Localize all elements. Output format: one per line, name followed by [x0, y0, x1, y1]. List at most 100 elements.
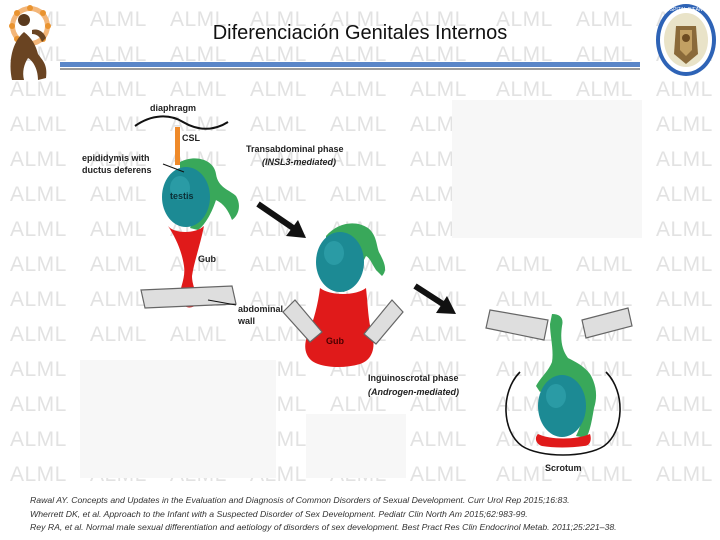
watermark-text: ALML [90, 218, 147, 241]
watermark-text: ALML [250, 78, 307, 101]
label-transabdominal-phase: Transabdominal phase [246, 144, 344, 154]
institution-logo-left [2, 2, 58, 82]
cranial-suspensory-ligament [175, 127, 180, 165]
gubernaculum-stage1 [168, 226, 204, 308]
watermark-text: ALML [10, 323, 67, 346]
watermark-text: ALML [90, 253, 147, 276]
watermark-text: ALML [330, 78, 387, 101]
watermark-text: ALML [410, 8, 467, 31]
watermark-text: ALML [170, 8, 227, 31]
watermark-text: ALML [10, 253, 67, 276]
watermark-text: ALML [410, 78, 467, 101]
watermark-text: ALML [250, 183, 307, 206]
watermark-text: ALML [656, 218, 713, 241]
leader-epididymis [162, 163, 185, 173]
references: Rawal AY. Concepts and Updates in the Ev… [30, 494, 720, 535]
watermark-text: ALML [496, 253, 553, 276]
watermark-text: ALML [576, 8, 633, 31]
label-inguinoscrotal-mediator: (Androgen-mediated) [368, 387, 459, 397]
watermark-text: ALML [496, 78, 553, 101]
watermark-text: ALML [90, 113, 147, 136]
watermark-text: ALML [250, 323, 307, 346]
abdominal-wall-stage3-right [581, 307, 633, 339]
watermark-text: ALML [496, 463, 553, 486]
watermark-text: ALML [656, 358, 713, 381]
watermark-text: ALML [250, 43, 307, 66]
watermark-text: ALML [496, 8, 553, 31]
watermark-text: ALML [410, 323, 467, 346]
watermark-text: ALML [576, 463, 633, 486]
watermark-text: ALML [656, 288, 713, 311]
watermark-text: ALML [10, 358, 67, 381]
institution-logo-left-graphic [9, 5, 51, 80]
watermark-text: ALML [656, 183, 713, 206]
watermark-text: ALML [10, 78, 67, 101]
label-abdominal-wall-line1: abdominal [238, 304, 284, 314]
watermark-text: ALML [90, 78, 147, 101]
watermark-text: ALML [576, 253, 633, 276]
watermark-text: ALML [90, 323, 147, 346]
reference-1: Rawal AY. Concepts and Updates in the Ev… [30, 495, 570, 505]
watermark-text: ALML [410, 393, 467, 416]
leader-abdominal-wall [207, 299, 237, 306]
watermark-text: ALML [330, 8, 387, 31]
watermark-text: ALML [250, 113, 307, 136]
watermark-text: ALML [10, 393, 67, 416]
diaphragm-line [134, 115, 229, 130]
abdominal-wall-stage1 [140, 285, 237, 309]
abdominal-wall-stage2-left [282, 299, 323, 343]
watermark-text: ALML [10, 148, 67, 171]
watermark-text: ALML [496, 358, 553, 381]
page-title: Diferenciación Genitales Internos [212, 22, 508, 44]
watermark-text: ALML [656, 253, 713, 276]
hospital-seal-graphic: HOSPITAL INFANTIL [656, 4, 716, 76]
gubernaculum-stage2 [305, 288, 374, 367]
watermark-text: ALML [576, 78, 633, 101]
arrow-stage2-to-3 [413, 283, 456, 314]
watermark-text: ALML [410, 253, 467, 276]
label-gubernaculum-stage1: Gub [198, 254, 216, 264]
watermark-text: ALML [410, 358, 467, 381]
watermark-text: ALML [656, 428, 713, 451]
label-transabdominal-mediator: (INSL3-mediated) [262, 157, 337, 167]
watermark-text: ALML [250, 8, 307, 31]
gubernaculum-stage3 [535, 434, 591, 448]
watermark-text: ALML [410, 428, 467, 451]
watermark-text: ALML [10, 218, 67, 241]
watermark-text: ALML [496, 428, 553, 451]
reference-3: Rey RA, et al. Normal male sexual differ… [30, 522, 617, 532]
watermark-text: ALML [170, 43, 227, 66]
watermark-text: ALML [90, 183, 147, 206]
watermark-text: ALML [496, 43, 553, 66]
watermark-text: ALML [90, 43, 147, 66]
abdominal-wall-stage3-left [485, 309, 549, 341]
watermark-text: ALML [496, 288, 553, 311]
arrow-stage1-to-2 [256, 201, 306, 238]
watermark-text: ALML [576, 43, 633, 66]
watermark-text: ALML [656, 148, 713, 171]
abdominal-wall-stage2-right [363, 299, 404, 345]
watermark-text: ALML [576, 428, 633, 451]
label-gubernaculum-stage2: Gub [326, 336, 344, 346]
watermark-text: ALML [656, 113, 713, 136]
watermark-text: ALML [10, 183, 67, 206]
label-scrotum: Scrotum [545, 463, 582, 473]
watermark-text: ALML [330, 183, 387, 206]
background-panel-bottom-mid [306, 414, 406, 478]
watermark-text: ALML [410, 43, 467, 66]
watermark-text: ALML [250, 148, 307, 171]
label-testis: testis [170, 191, 194, 201]
watermark-text: ALML [90, 148, 147, 171]
watermark-text: ALML [330, 43, 387, 66]
watermark-text: ALML [656, 393, 713, 416]
watermark-text: ALML [90, 8, 147, 31]
label-epididymis-line2: ductus deferens [82, 165, 152, 175]
svg-text:HOSPITAL INFANTIL: HOSPITAL INFANTIL [662, 7, 710, 13]
label-abdominal-wall-line2: wall [238, 316, 256, 326]
watermark-text: ALML [330, 148, 387, 171]
hospital-seal-right: HOSPITAL INFANTIL [654, 2, 718, 78]
label-inguinoscrotal-phase: Inguinoscrotal phase [368, 373, 459, 383]
watermark-text: ALML [10, 428, 67, 451]
watermark-text: ALML [10, 288, 67, 311]
